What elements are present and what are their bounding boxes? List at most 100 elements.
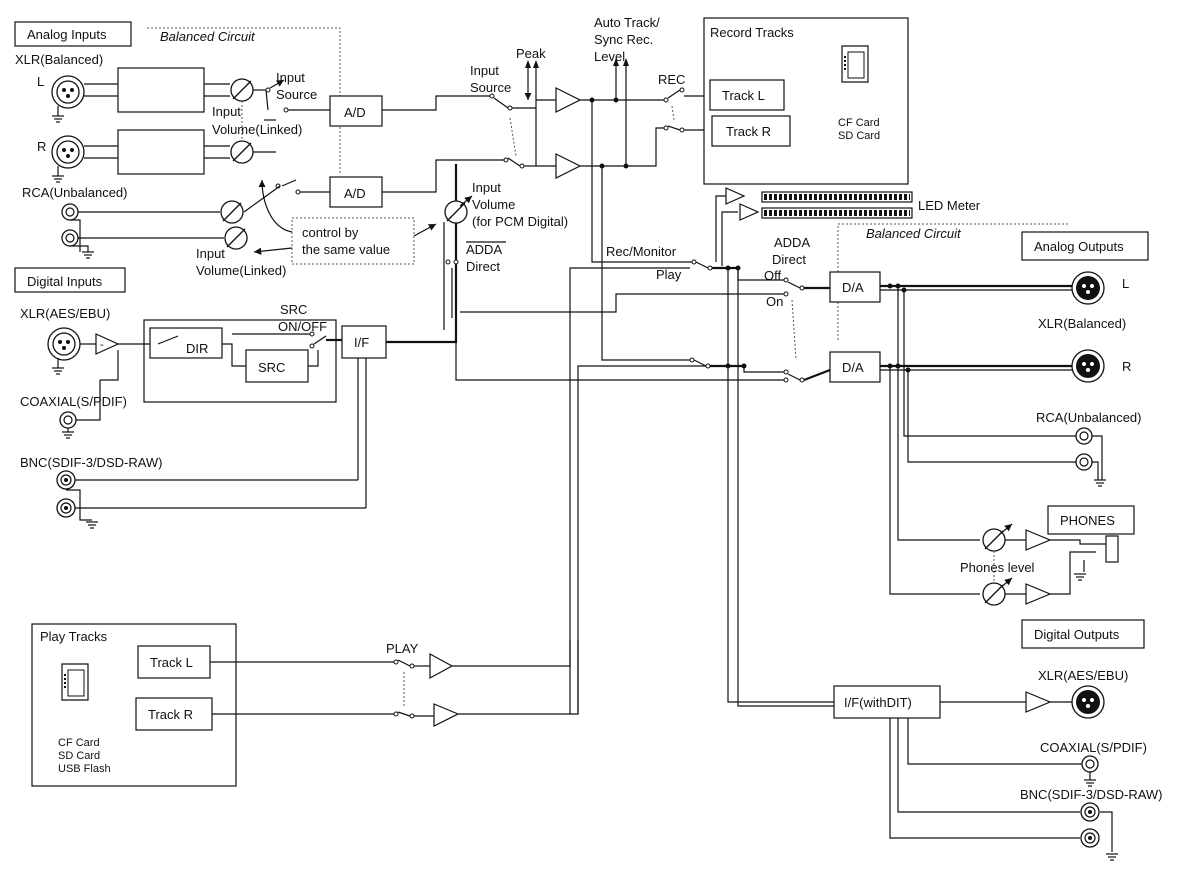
pcm-volume-label-3: (for PCM Digital) <box>472 214 568 229</box>
coaxial-out-label: COAXIAL(S/PDIF) <box>1040 740 1147 755</box>
xlr-input-r-jack[interactable] <box>51 135 85 169</box>
phones-jack[interactable] <box>1105 535 1119 563</box>
rca-volume-r-knob[interactable] <box>224 226 248 250</box>
auto-track-label-3: Level <box>594 49 625 64</box>
xlr-output-r-jack[interactable] <box>1071 349 1105 383</box>
dir-label: DIR <box>186 341 208 356</box>
analog-inputs-label-box <box>14 21 132 47</box>
play-card-icon <box>61 663 89 701</box>
on-label: On <box>766 294 783 309</box>
center-input-source-label-2: Source <box>470 80 511 95</box>
rec-label: REC <box>658 72 685 87</box>
phones-amp-r <box>1025 583 1052 605</box>
led-meter-label: LED Meter <box>918 198 981 213</box>
phones-amp-l <box>1025 529 1052 551</box>
xlr-balanced-label: XLR(Balanced) <box>15 52 103 67</box>
out-l-label: L <box>1122 276 1129 291</box>
off-label: Off <box>764 268 781 283</box>
play-tracks-title: Play Tracks <box>40 629 108 644</box>
bnc-output-jack-2[interactable] <box>1080 828 1100 848</box>
input-volume-linked-label-b: Volume(Linked) <box>196 263 286 278</box>
play-cf-card: CF Card <box>58 737 100 749</box>
src-box <box>245 349 309 383</box>
xlr-output-l-jack[interactable] <box>1071 271 1105 305</box>
phones-label-box <box>1047 505 1135 535</box>
balanced-block-r <box>117 129 205 175</box>
bnc-in-label: BNC(SDIF-3/DSD-RAW) <box>20 455 163 470</box>
xlr-aes-output-jack[interactable] <box>1071 685 1105 719</box>
if-input-box <box>341 325 387 359</box>
rca-unbalanced-in-label: RCA(Unbalanced) <box>22 185 128 200</box>
balanced-circuit-label: Balanced Circuit <box>160 29 256 44</box>
rec-monitor-label: Rec/Monitor <box>606 244 677 259</box>
digital-outputs-label: Digital Outputs <box>1034 627 1120 642</box>
play-label: Play <box>656 267 682 282</box>
digital-inputs-label-box <box>14 267 126 293</box>
record-sd-card: SD Card <box>838 130 880 142</box>
bnc-output-jack-1[interactable] <box>1080 802 1100 822</box>
rec-amp-r <box>555 153 582 179</box>
input-r-label: R <box>37 139 46 154</box>
phones-level-label: Phones level <box>960 560 1035 575</box>
record-track-l-label: Track L <box>722 88 765 103</box>
bnc-input-jack-1[interactable] <box>56 470 76 490</box>
play-amp-r <box>433 703 460 727</box>
src-onoff-label-2: ON/OFF <box>278 319 327 334</box>
rca-output-l-jack[interactable] <box>1075 427 1093 445</box>
play-track-l-box <box>137 645 211 679</box>
src-label: SRC <box>258 360 285 375</box>
ad-converter-2 <box>329 176 383 208</box>
record-track-l-box <box>709 79 785 111</box>
rec-amp-l <box>555 87 582 113</box>
da-converter-r-label: D/A <box>842 360 864 375</box>
play-track-l-label: Track L <box>150 655 193 670</box>
out-r-label: R <box>1122 359 1131 374</box>
input-volume-l-knob[interactable] <box>230 78 254 102</box>
out-balanced-circuit-label: Balanced Circuit <box>866 226 962 241</box>
direct-label: Direct <box>466 259 500 274</box>
center-input-source-label-1: Input <box>470 63 499 78</box>
adda-label: ADDA <box>466 242 502 257</box>
coaxial-output-jack[interactable] <box>1081 755 1099 773</box>
rca-input-l-jack[interactable] <box>61 203 79 221</box>
analog-outputs-label-box <box>1021 231 1149 261</box>
pcm-volume-label-1: Input <box>472 180 501 195</box>
balanced-block-l <box>117 67 205 113</box>
record-track-r-box <box>711 115 791 147</box>
rca-input-r-jack[interactable] <box>61 229 79 247</box>
input-volume-r-knob[interactable] <box>230 140 254 164</box>
digital-outputs-label-box <box>1021 619 1145 649</box>
control-note-box <box>291 217 415 265</box>
play-track-r-label: Track R <box>148 707 193 722</box>
control-note-line-2: the same value <box>302 242 390 257</box>
xlr-aes-input-jack[interactable] <box>47 327 81 361</box>
input-volume-pcm-knob[interactable] <box>444 200 468 224</box>
xlr-balanced-out-label: XLR(Balanced) <box>1038 316 1126 331</box>
play-track-r-box <box>135 697 213 731</box>
rca-output-r-jack[interactable] <box>1075 453 1093 471</box>
da-converter-l <box>829 271 881 303</box>
da-converter-l-label: D/A <box>842 280 864 295</box>
ad-converter-1-label: A/D <box>344 105 366 120</box>
coaxial-input-jack[interactable] <box>59 411 77 429</box>
xlr-aes-out-label: XLR(AES/EBU) <box>1038 668 1128 683</box>
da-converter-r <box>829 351 881 383</box>
record-card-icon <box>841 45 869 83</box>
control-note-line-1: control by <box>302 225 359 240</box>
aes-receiver-minus: - <box>100 339 104 351</box>
play-amp-l <box>429 652 454 680</box>
rca-volume-l-knob[interactable] <box>220 200 244 224</box>
auto-track-label-1: Auto Track/ <box>594 15 660 30</box>
record-cf-card: CF Card <box>838 117 880 129</box>
analog-outputs-label: Analog Outputs <box>1034 239 1124 254</box>
input-source-label-2: Source <box>276 87 317 102</box>
play-switch-label: PLAY <box>386 641 419 656</box>
adda-direct-label-1: ADDA <box>774 235 810 250</box>
xlr-input-l-jack[interactable] <box>51 75 85 109</box>
bnc-input-jack-2[interactable] <box>56 498 76 518</box>
adda-direct-label-2: Direct <box>772 252 806 267</box>
analog-inputs-label: Analog Inputs <box>27 27 107 42</box>
if-input-label: I/F <box>354 335 369 350</box>
aes-out-driver <box>1025 691 1052 713</box>
xlr-aes-in-label: XLR(AES/EBU) <box>20 306 110 321</box>
